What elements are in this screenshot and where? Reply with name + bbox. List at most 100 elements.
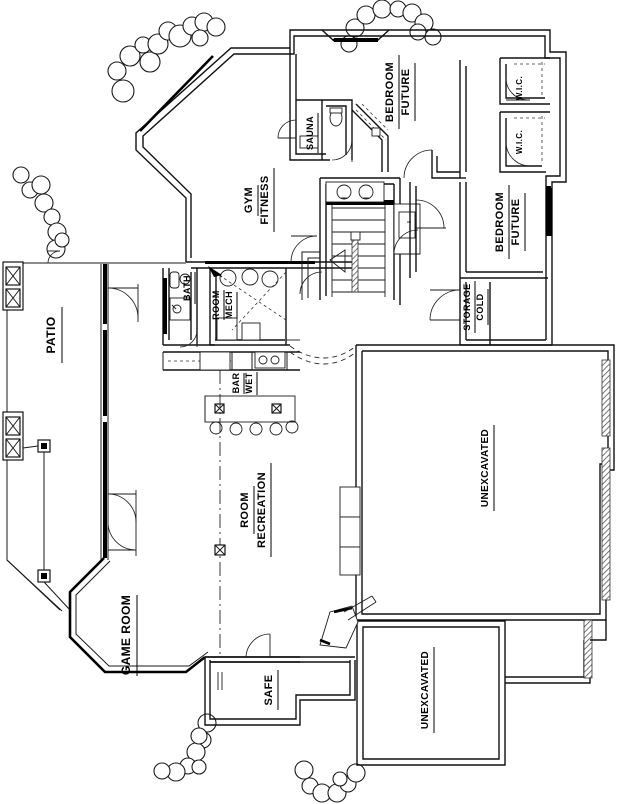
post-tie-upper	[22, 445, 39, 449]
gameroom-double-door	[107, 490, 137, 556]
exterior-wall-gameroom	[68, 557, 209, 674]
room-label-cold-storage: COLD STORAGE	[462, 281, 489, 333]
svg-text:FITNESS: FITNESS	[259, 175, 271, 224]
svg-text:PATIO: PATIO	[44, 317, 58, 354]
shrub-cluster-south-center	[294, 760, 366, 803]
future-bedroom-east-walls	[409, 177, 552, 279]
room-label-recreation-room: RECREATION ROOM	[239, 463, 272, 557]
furnace-icon	[219, 269, 237, 287]
interior-wall-mid-horizontal	[186, 261, 352, 269]
shrub-cluster-north-west	[107, 12, 226, 103]
shrub-cluster-west	[12, 166, 70, 259]
hatched-wall-upper	[601, 359, 611, 437]
svg-text:BAR: BAR	[231, 373, 241, 394]
hatched-wall-lower	[601, 447, 611, 601]
svg-text:RECREATION: RECREATION	[256, 472, 268, 548]
exterior-wall-northeast	[322, 29, 567, 345]
stool-3	[249, 422, 263, 436]
svg-text:STORAGE: STORAGE	[462, 283, 472, 330]
svg-text:GYM: GYM	[243, 187, 255, 213]
room-label-wic-north: W.I.C.	[515, 76, 524, 100]
room-label-unexcavated-main: UNEXCAVATED	[480, 425, 495, 511]
newel-post	[350, 231, 361, 241]
basin-icon	[172, 304, 182, 314]
room-label-patio: PATIO	[44, 307, 63, 363]
unexcavated-south-area	[356, 619, 607, 766]
stool-1	[209, 421, 223, 435]
svg-text:UNEXCAVATED: UNEXCAVATED	[420, 651, 431, 729]
powder-room	[322, 99, 353, 162]
bar-counter	[162, 351, 300, 371]
vanity-counter	[169, 297, 191, 321]
svg-text:MECH: MECH	[224, 291, 234, 319]
softener-icon	[261, 270, 279, 288]
patio-post-mid	[37, 439, 51, 453]
svg-text:SAFE: SAFE	[263, 675, 275, 706]
tub-icon	[169, 271, 180, 289]
room-label-mech-room: MECH ROOM	[211, 290, 238, 320]
svg-text:W.I.C.: W.I.C.	[515, 130, 524, 154]
svg-text:WET: WET	[244, 372, 254, 393]
sink-icon	[179, 273, 191, 285]
mech-unit-b	[241, 322, 261, 341]
water-heater-icon	[241, 268, 259, 286]
patio-outline	[6, 262, 186, 612]
stair-treads	[331, 205, 386, 297]
duct-dashed-run	[286, 339, 357, 365]
room-label-wet-bar: WET BAR	[231, 372, 258, 395]
patio-separator-wall	[100, 264, 109, 560]
future-bedroom-north-walls	[403, 60, 467, 179]
window-markers	[334, 38, 551, 236]
exterior-wall-northwest-wing	[135, 29, 326, 262]
unexcavated-step-shelves	[339, 486, 361, 576]
svg-text:COLD: COLD	[475, 293, 485, 320]
centerline-post	[214, 544, 226, 556]
room-label-sauna: SAUNA	[305, 113, 319, 153]
room-label-future-bedroom-north: FUTURE BEDROOM	[384, 55, 416, 129]
patio-upper-door	[47, 250, 61, 264]
svg-text:BEDROOM: BEDROOM	[494, 192, 506, 252]
svg-text:BATH: BATH	[182, 275, 192, 301]
stool-5	[285, 420, 299, 434]
wic-south	[499, 111, 550, 173]
safe-room-divider	[205, 633, 355, 690]
patio-door	[107, 284, 139, 322]
room-label-fitness-gym: FITNESS GYM	[243, 168, 275, 232]
island-post-left	[214, 403, 225, 414]
patio-post-low	[37, 569, 51, 583]
gym-door	[290, 235, 318, 263]
bath-walls	[162, 268, 215, 346]
patio-column-upper	[2, 261, 24, 311]
bath-fixtures	[169, 271, 191, 321]
svg-text:FUTURE: FUTURE	[510, 198, 522, 245]
room-label-game-room: GAME ROOM	[119, 595, 138, 676]
svg-text:FUTURE: FUTURE	[400, 68, 412, 115]
sink-icon-right	[358, 184, 374, 200]
mech-unit-a	[216, 317, 238, 341]
bar-sink	[254, 351, 286, 369]
fireplace	[319, 595, 377, 649]
sink-icon-left	[336, 184, 352, 200]
svg-text:W.I.C.: W.I.C.	[515, 76, 524, 100]
island-post-right	[271, 403, 282, 414]
room-label-wic-south: W.I.C.	[515, 130, 524, 154]
handrail	[351, 237, 359, 293]
wic-north	[499, 57, 550, 105]
room-label-future-bedroom-east: FUTURE BEDROOM	[494, 185, 526, 259]
sauna-room	[277, 48, 330, 161]
svg-text:BEDROOM: BEDROOM	[384, 62, 396, 122]
svg-text:ROOM: ROOM	[239, 492, 251, 528]
stool-4	[269, 422, 283, 436]
room-label-unexcavated-south: UNEXCAVATED	[420, 647, 435, 733]
post-tie-lower	[43, 581, 71, 611]
room-label-bath: BATH	[182, 272, 196, 304]
patio-column-lower	[2, 411, 24, 461]
svg-text:UNEXCAVATED: UNEXCAVATED	[480, 429, 491, 507]
hatched-wall-south	[583, 619, 593, 679]
svg-text:ROOM: ROOM	[211, 290, 221, 320]
room-label-safe: SAFE	[263, 670, 279, 710]
mech-room-equipment	[208, 266, 287, 341]
stool-2	[229, 422, 243, 436]
